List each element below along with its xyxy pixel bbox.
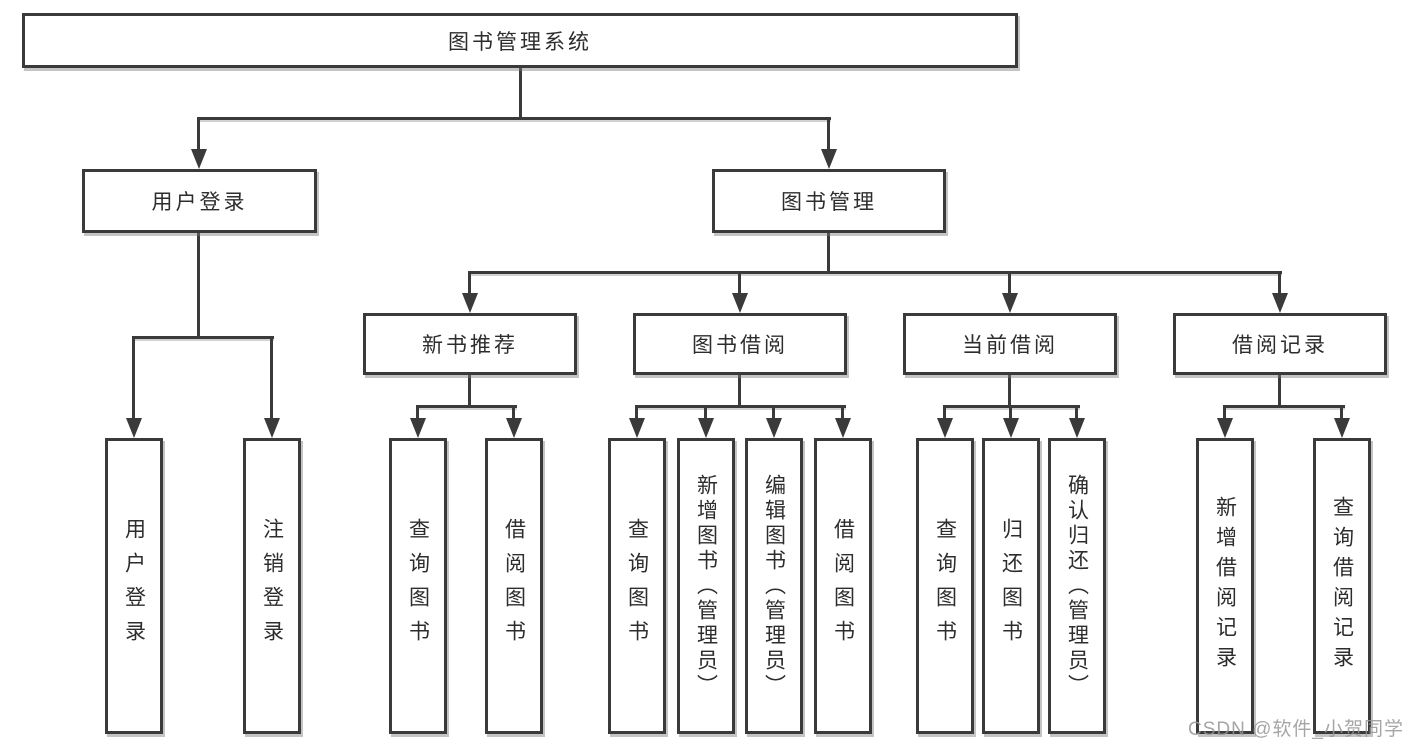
- leaf-label: 查询图书: [406, 518, 430, 654]
- node-label: 借阅记录: [1232, 334, 1328, 357]
- connector-root-stem: [519, 66, 522, 119]
- arrow-down: [126, 418, 142, 438]
- connector-drop: [512, 405, 515, 422]
- connector-drop: [1008, 271, 1011, 299]
- node-label: 新书推荐: [422, 334, 518, 357]
- node-label: 当前借阅: [962, 334, 1058, 357]
- leaf-label: 确认归还（管理员）: [1065, 473, 1089, 699]
- arrow-down: [410, 418, 426, 438]
- leaf-add-borrow-record: 新增借阅记录: [1196, 438, 1254, 734]
- leaf-query-borrow-record: 查询借阅记录: [1313, 438, 1371, 734]
- leaf-label: 借阅图书: [831, 518, 855, 654]
- leaf-label: 新增借阅记录: [1213, 496, 1237, 676]
- connector-stem: [197, 233, 200, 339]
- leaf-label: 注销登录: [260, 518, 284, 654]
- arrow-down: [698, 418, 714, 438]
- node-borrowing-records: 借阅记录: [1173, 313, 1387, 375]
- arrow-down: [937, 418, 953, 438]
- connector-drop: [635, 405, 638, 422]
- leaf-borrow-books: 借阅图书: [814, 438, 872, 734]
- arrow-down: [1334, 418, 1350, 438]
- leaf-label: 用户登录: [122, 518, 146, 654]
- node-user-login: 用户登录: [82, 169, 317, 233]
- connector-level2-rail: [197, 117, 831, 120]
- leaf-label: 编辑图书（管理员）: [762, 473, 786, 699]
- leaf-label: 查询借阅记录: [1330, 496, 1354, 676]
- connector-group-rail: [416, 405, 517, 408]
- csdn-watermark: CSDN @软件_小贺同学: [1188, 719, 1404, 740]
- leaf-confirm-return-admin: 确认归还（管理员）: [1048, 438, 1106, 734]
- connector-stem: [1008, 375, 1011, 408]
- connector-level3-rail: [468, 271, 1282, 274]
- arrow-down: [1217, 418, 1233, 438]
- connector-drop: [943, 405, 946, 422]
- node-label: 图书管理: [781, 191, 877, 214]
- arrow-down: [506, 418, 522, 438]
- connector-stem: [738, 375, 741, 408]
- leaf-label: 借阅图书: [502, 518, 526, 654]
- arrow-down: [1002, 293, 1018, 313]
- leaf-edit-books-admin: 编辑图书（管理员）: [745, 438, 803, 734]
- node-new-book-recommendation: 新书推荐: [363, 313, 577, 375]
- connector-drop: [841, 405, 844, 422]
- arrow-down: [1069, 418, 1085, 438]
- connector-drop: [772, 405, 775, 422]
- arrow-down: [264, 418, 280, 438]
- node-library-management-system: 图书管理系统: [22, 13, 1018, 68]
- node-current-borrowing: 当前借阅: [903, 313, 1117, 375]
- connector-drop: [197, 117, 200, 153]
- connector-drop: [270, 336, 273, 422]
- leaf-query-books-current: 查询图书: [916, 438, 974, 734]
- leaf-label: 查询图书: [625, 518, 649, 654]
- arrow-down: [1003, 418, 1019, 438]
- connector-drop: [468, 271, 471, 299]
- connector-drop: [1075, 405, 1078, 422]
- connector-drop: [738, 271, 741, 299]
- arrow-down: [462, 293, 478, 313]
- arrow-down: [835, 418, 851, 438]
- leaf-query-books-recommend: 查询图书: [389, 438, 447, 734]
- connector-drop: [416, 405, 419, 422]
- connector-group-rail: [1223, 405, 1345, 408]
- connector-group-rail: [635, 405, 846, 408]
- arrow-down: [821, 149, 837, 169]
- connector-drop: [704, 405, 707, 422]
- node-label: 图书借阅: [692, 334, 788, 357]
- connector-drop: [1278, 271, 1281, 299]
- leaf-add-books-admin: 新增图书（管理员）: [677, 438, 735, 734]
- connector-drop: [827, 117, 830, 153]
- connector-drop: [132, 336, 135, 422]
- leaf-return-books: 归还图书: [982, 438, 1040, 734]
- connector-drop: [1223, 405, 1226, 422]
- arrow-down: [732, 293, 748, 313]
- arrow-down: [766, 418, 782, 438]
- connector-stem: [1278, 375, 1281, 408]
- connector-group-rail: [132, 336, 274, 339]
- leaf-logout: 注销登录: [243, 438, 301, 734]
- leaf-label: 新增图书（管理员）: [694, 473, 718, 699]
- connector-stem: [468, 375, 471, 408]
- node-book-borrowing: 图书借阅: [633, 313, 847, 375]
- leaf-user-login: 用户登录: [105, 438, 163, 734]
- leaf-label: 查询图书: [933, 518, 957, 654]
- leaf-label: 归还图书: [999, 518, 1023, 654]
- connector-stem: [827, 233, 830, 274]
- connector-drop: [1009, 405, 1012, 422]
- node-book-management: 图书管理: [712, 169, 946, 233]
- arrow-down: [1272, 293, 1288, 313]
- leaf-borrow-books-recommend: 借阅图书: [485, 438, 543, 734]
- arrow-down: [629, 418, 645, 438]
- arrow-down: [191, 149, 207, 169]
- node-label: 图书管理系统: [448, 30, 592, 54]
- connector-drop: [1340, 405, 1343, 422]
- node-label: 用户登录: [151, 191, 248, 214]
- leaf-query-books-borrow: 查询图书: [608, 438, 666, 734]
